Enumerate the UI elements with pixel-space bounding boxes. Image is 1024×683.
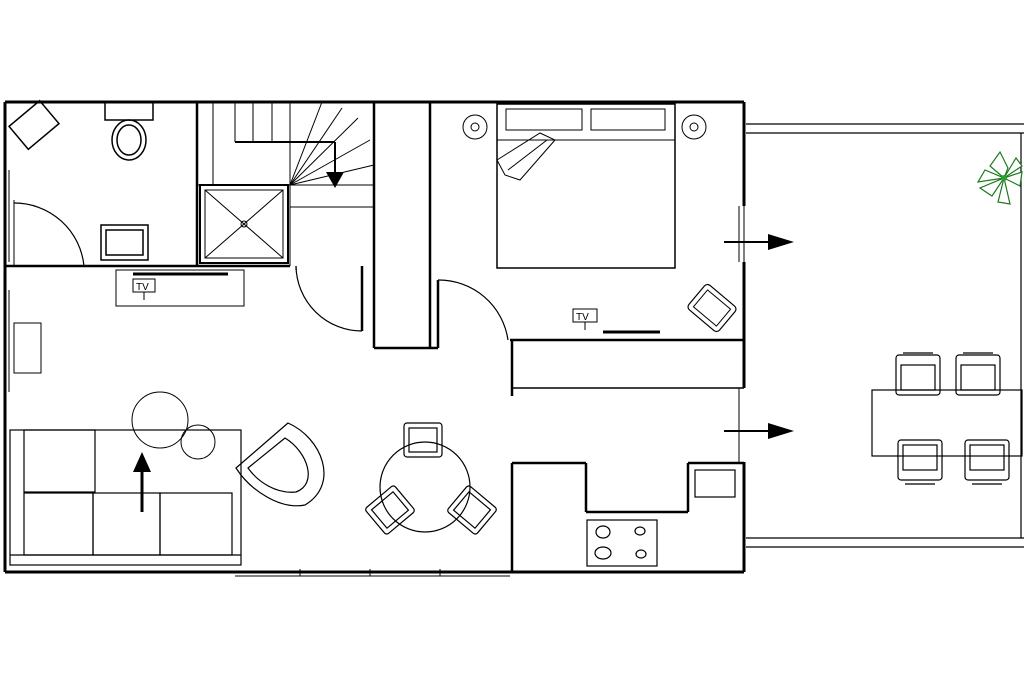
interior-walls: [5, 102, 744, 572]
lamp-left-icon: [462, 114, 488, 140]
terrace-chair: [895, 352, 941, 396]
toilet-bowl: [111, 119, 147, 161]
dining-area: [365, 422, 497, 535]
side-table: [180, 424, 216, 460]
terrace: [746, 123, 1024, 548]
lamp-right-icon: [681, 114, 707, 140]
arrow-up-icon: [133, 452, 151, 472]
bottom-window: [235, 569, 510, 577]
dining-chair: [447, 485, 497, 535]
left-windows: [8, 170, 42, 392]
bidet: [100, 224, 149, 261]
terrace-chair: [955, 352, 1001, 396]
cooktop: [586, 519, 658, 567]
burner-icon: [595, 525, 611, 539]
coffee-table: [131, 391, 189, 449]
double-bed: [496, 103, 676, 269]
corner-sofa: [9, 429, 242, 566]
arrow-right-icon: [768, 234, 794, 250]
dining-chair: [365, 485, 415, 535]
staircase: [197, 101, 375, 266]
living-armchair: [235, 422, 325, 507]
tv-unit-living: [115, 269, 245, 307]
dining-chair: [403, 422, 443, 458]
arrow-right-icon: [768, 423, 794, 439]
terrace-chair: [964, 439, 1010, 485]
toilet-tank: [104, 101, 154, 121]
corridor-door: [295, 265, 363, 332]
terrace-chair: [897, 439, 943, 485]
bathroom: [7, 99, 154, 267]
burner-icon: [594, 546, 612, 560]
bedroom: [436, 103, 745, 348]
shower: [199, 184, 289, 264]
bathroom-door-swing: [13, 202, 85, 267]
terrace-table: [871, 389, 1023, 457]
kitchen: [586, 469, 736, 567]
pillow-right: [590, 108, 666, 131]
round-dining-table: [379, 441, 471, 533]
blanket-fold: [496, 132, 556, 181]
burner-icon: [634, 526, 646, 536]
pillow-left: [505, 108, 583, 131]
plant-icon: [976, 150, 1023, 205]
stair-arrow-icon: [326, 172, 344, 188]
tv-label-living: TV: [136, 282, 149, 293]
living-room: [9, 391, 325, 566]
exit-arrows: [724, 234, 794, 462]
bedroom-door-swing: [437, 279, 509, 341]
sink: [694, 469, 736, 498]
washbasin: [7, 99, 61, 151]
tv-label-bedroom: TV: [576, 312, 589, 323]
burner-icon: [635, 549, 647, 559]
bedroom-armchair: [687, 283, 737, 333]
